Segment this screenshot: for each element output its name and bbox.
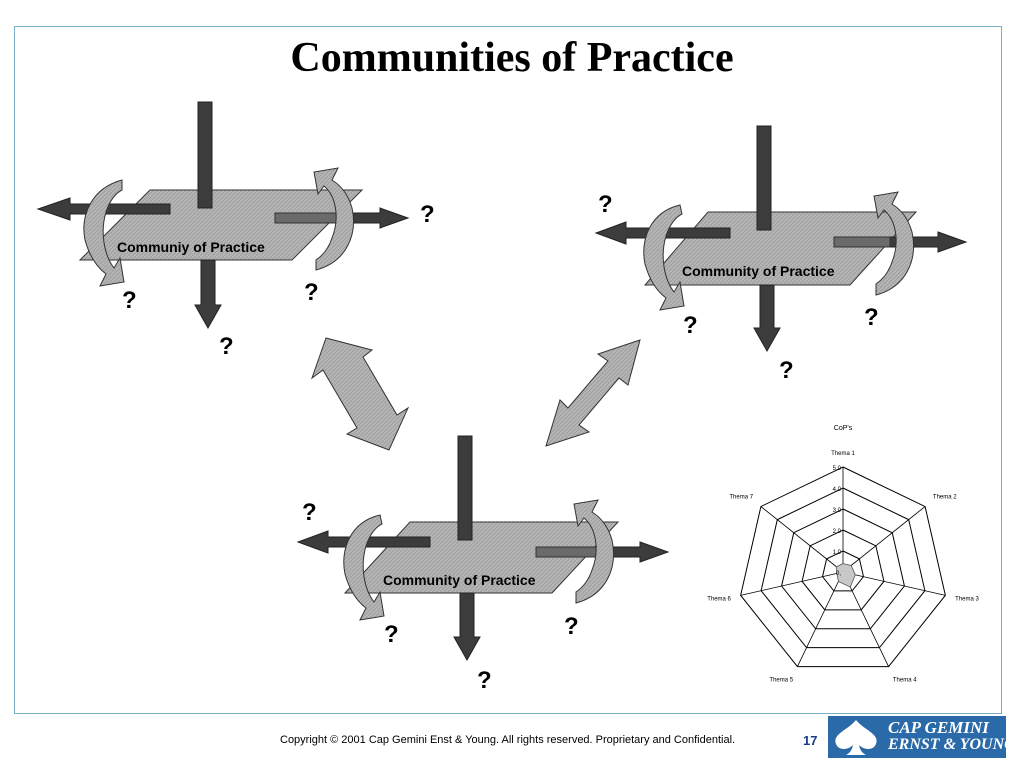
radar-tick-label: 0, [836,571,841,577]
radar-grid-ring [740,466,946,668]
curved-arrow-right-2 [873,191,914,296]
community-label-3: Community of Practice [383,572,536,588]
radar-tick-label: 1,0 [833,550,842,556]
radar-category-label: Thema 5 [769,678,793,684]
community-label-1: Communiy of Practice [117,239,265,255]
radar-category-label: Thema 2 [933,494,957,500]
curved-arrow-left-3 [343,514,385,621]
radar-grid-ring [821,550,865,592]
double-arrow-right [545,339,641,447]
curved-arrow-right-1 [313,167,354,271]
vertical-bar-1 [197,101,213,209]
vertical-bar-2 [756,125,772,231]
radar-spoke [842,571,889,667]
embedded-bar-1 [274,212,341,224]
question-mark: ? [304,279,319,306]
question-mark: ? [598,191,613,218]
question-mark: ? [302,499,317,526]
radar-spoke [740,571,844,596]
radar-tick-label: 4,0 [833,487,842,493]
embedded-bar-3 [535,546,599,558]
radar-spoke [797,571,844,667]
community-group-1: Communiy of Practice ? ? ? ? [36,101,435,360]
question-mark: ? [384,621,399,648]
community-group-3: Community of Practice ? ? ? ? [296,435,670,694]
radar-tick-label: 5,0 [833,466,842,472]
question-mark: ? [420,201,435,228]
logo-line-2: ERNST & YOUNG [888,736,1016,753]
radar-category-label: Thema 1 [831,451,855,457]
company-logo: CAP GEMINI ERNST & YOUNG [828,716,1016,758]
question-mark: ? [564,613,579,640]
copyright-text: Copyright © 2001 Cap Gemini Enst & Young… [280,734,736,746]
question-mark: ? [219,333,234,360]
curved-arrow-right-3 [573,499,614,604]
radar-series-area [836,563,856,588]
down-arrow-3 [453,592,481,662]
radar-category-label: Thema 3 [955,597,979,603]
radar-category-label: Thema 4 [893,678,917,684]
radar-spoke [842,571,946,596]
radar-category-label: Thema 7 [729,494,753,500]
spade-icon [835,720,877,755]
page-number: 17 [803,733,818,748]
radar-tick-label: 3,0 [833,508,842,514]
community-label-2: Community of Practice [682,263,835,279]
radar-chart: CoP's 0, 1,0 2,0 3,0 4,0 5,0 Thema 1 Thema 2 The… [707,425,979,684]
radar-grid-ring [760,487,926,649]
radar-grid-ring [781,508,905,630]
radar-spoke [842,506,926,573]
cop-diagram: Communiy of Practice ? ? ? ? Community o… [36,101,979,694]
question-mark: ? [683,312,698,339]
logo-line-1: CAP GEMINI [888,718,989,737]
question-mark: ? [477,667,492,694]
slide-frame [14,26,1002,714]
curved-arrow-left-1 [83,179,125,287]
curved-arrow-left-2 [643,204,685,311]
double-arrow-left [310,337,410,451]
down-arrow-2 [753,284,781,353]
embedded-bar-2 [833,236,891,248]
radar-title: CoP's [834,425,853,432]
page-title: Communities of Practice [290,35,734,81]
radar-grid-ring [801,529,885,611]
question-mark: ? [864,304,879,331]
radar-category-label: Thema 6 [707,597,731,603]
question-mark: ? [122,287,137,314]
radar-spoke [760,506,844,573]
community-group-2: Community of Practice ? ? ? ? [594,125,968,384]
question-mark: ? [779,357,794,384]
radar-tick-label: 2,0 [833,529,842,535]
vertical-bar-3 [457,435,473,541]
down-arrow-1 [194,259,222,330]
